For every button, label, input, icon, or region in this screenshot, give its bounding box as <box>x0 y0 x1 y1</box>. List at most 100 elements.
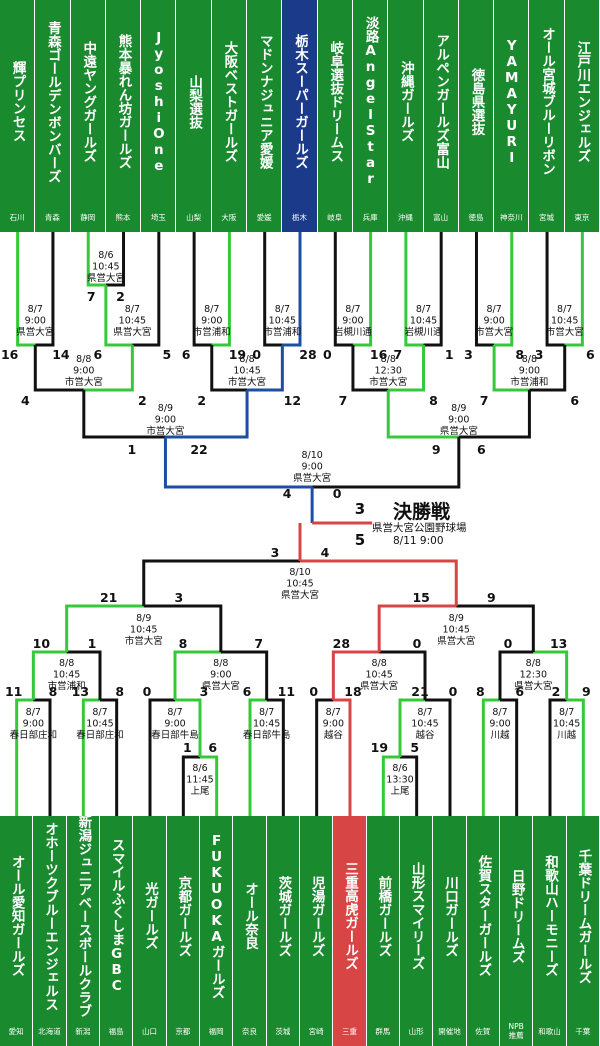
bracket-line-b <box>66 650 102 700</box>
score: 0 <box>143 684 152 699</box>
team-name: JyoshiOne <box>150 29 167 174</box>
bracket-line-b <box>379 650 427 700</box>
bottom-team-6[interactable]: FUKUOKAガールズ福岡 <box>200 816 234 1046</box>
match-info-top-r1: 市営大宮 <box>475 326 513 338</box>
top-team-9[interactable]: 岐阜選抜ドリームス岐阜 <box>317 0 353 232</box>
bottom-team-5[interactable]: 京都ガールズ京都 <box>166 816 200 1046</box>
score: 0 <box>309 684 318 699</box>
bottom-team-12[interactable]: 山形スマイリーズ山形 <box>400 816 434 1046</box>
team-prefecture: 熊本 <box>115 213 131 222</box>
match-info-top-r3: 8/9 <box>451 403 466 414</box>
top-team-12[interactable]: アルペンガールズ富山富山 <box>423 0 459 232</box>
team-name-slot: 淡路AngelStar <box>353 0 387 203</box>
score: 18 <box>344 684 361 699</box>
match-info-top-r2: 市営大宮 <box>65 376 103 388</box>
final-venue: 県営大宮公園野球場 <box>372 522 467 534</box>
bracket-line-a <box>142 559 300 606</box>
top-team-2[interactable]: 中遠ヤングガールズ静岡 <box>70 0 106 232</box>
team-name-slot: 沖縄ガールズ <box>388 0 422 203</box>
match-info-bot-r1: 8/7 <box>492 707 507 718</box>
score: 1 <box>445 347 454 362</box>
top-team-6[interactable]: 大阪ベストガールズ大阪 <box>211 0 248 232</box>
bracket-line-b <box>100 698 119 816</box>
bottom-team-14[interactable]: 佐賀スターガールズ佐賀 <box>466 816 500 1046</box>
team-prefecture: 北海道 <box>38 1026 61 1036</box>
bottom-team-7[interactable]: オール奈良奈良 <box>233 816 267 1046</box>
match-info-bot-r2: 9:00 <box>210 670 231 681</box>
match-info-bot-r3: 10:45 <box>130 625 157 636</box>
match-info-bot-r2: 市営浦和 <box>48 680 86 692</box>
top-team-3[interactable]: 熊本暴れん坊ガールズ熊本 <box>105 0 142 232</box>
bracket-line-a <box>398 698 425 757</box>
match-info-semi-bot: 10:45 <box>286 579 313 590</box>
team-name-slot: 輝プリンセス <box>0 0 34 203</box>
bracket-line-a <box>377 604 457 652</box>
score: 10 <box>33 636 51 651</box>
match-info-top-r3: 8/9 <box>158 403 173 414</box>
bottom-team-2[interactable]: 新潟ジュニアベースボールクラブ新潟 <box>66 815 100 1046</box>
bracket-line-a <box>173 650 221 700</box>
match-info-bot-r3: 10:45 <box>443 625 470 636</box>
top-team-16[interactable]: 江戸川エンジェルズ東京 <box>564 0 600 232</box>
match-info-bot-r2: 県営大宮 <box>514 680 552 692</box>
bracket-line-b <box>494 232 514 347</box>
bottom-team-1[interactable]: オホーツクブルーエンジェルス北海道 <box>33 816 67 1046</box>
bracket-line-a <box>148 698 175 816</box>
score: 4 <box>283 486 292 501</box>
match-info-bot-r2: 8/8 <box>526 658 541 669</box>
match-info-top-r2: 市営大宮 <box>228 376 266 388</box>
score: 0 <box>333 486 342 501</box>
score: 3 <box>271 545 280 560</box>
team-name: 児湯ガールズ <box>308 875 325 957</box>
match-info-top-r1: 10:45 <box>269 316 296 327</box>
top-team-7[interactable]: マドンナジュニア愛媛愛媛 <box>247 0 283 232</box>
top-team-0[interactable]: 輝プリンセス石川 <box>0 0 36 232</box>
bracket-line-b <box>400 755 419 816</box>
match-info-top-r1: 8/7 <box>486 304 501 315</box>
team-name-slot: マドンナジュニア愛媛 <box>247 0 281 203</box>
top-team-8[interactable]: 栃木スーパーガールズ栃木 <box>282 0 318 232</box>
match-info-bot-r2: 10:45 <box>53 670 80 681</box>
bracket-line-a <box>351 345 389 392</box>
bottom-team-4[interactable]: 光ガールズ山口 <box>133 816 167 1046</box>
team-name: 大阪ベストガールズ <box>221 40 238 163</box>
score: 28 <box>333 636 350 651</box>
team-name-slot: 光ガールズ <box>133 816 165 1016</box>
bottom-team-8[interactable]: 茨城ガールズ茨城 <box>266 816 300 1046</box>
match-info-semi-top: 県営大宮 <box>293 472 331 484</box>
match-info-bot-r1: 8/7 <box>326 707 341 718</box>
bottom-team-9[interactable]: 児湯ガールズ宮崎 <box>300 816 334 1046</box>
bottom-team-0[interactable]: オール愛知ガールズ愛知 <box>0 816 34 1046</box>
bracket-line-a <box>333 232 353 347</box>
score: 0 <box>252 347 261 362</box>
match-info-top-r1: 9:00 <box>483 316 504 327</box>
match-info-top-r1: 10:45 <box>551 316 578 327</box>
match-info-top-r3: 9:00 <box>155 415 176 426</box>
match-info-top-r2: 8/8 <box>522 354 537 365</box>
bracket-line-a <box>248 698 267 816</box>
match-info-top-r1: 県営大宮 <box>113 326 151 338</box>
team-prefecture: 三重 <box>341 1026 357 1036</box>
top-team-1[interactable]: 青森ゴールデンボンバーズ青森 <box>35 0 71 232</box>
match-info-bot-r1: 9:00 <box>489 719 510 730</box>
bottom-team-13[interactable]: 川口ガールズ開催地 <box>433 816 467 1046</box>
top-team-15[interactable]: オール宮城ブルーリボン宮城 <box>529 0 565 232</box>
bottom-team-10[interactable]: 三重高虎ガールズ三重 <box>333 816 367 1046</box>
top-team-13[interactable]: 徳島県選抜徳島 <box>458 0 495 232</box>
top-team-5[interactable]: 山梨選抜山梨 <box>176 0 212 232</box>
score: 11 <box>278 684 295 699</box>
bottom-team-16[interactable]: 和歌山ハーモニーズ和歌山 <box>533 816 567 1046</box>
score: 22 <box>190 442 207 457</box>
match-info-top-r1: 8/7 <box>28 304 43 315</box>
score: 9 <box>487 590 496 605</box>
match-info-bot-r1: 春日部庄和 <box>10 729 58 741</box>
top-team-11[interactable]: 沖縄ガールズ沖縄 <box>388 0 424 232</box>
match-info-semi-bot: 県営大宮 <box>281 589 319 601</box>
bottom-team-17[interactable]: 千葉ドリームガールズ千葉 <box>566 816 600 1046</box>
bottom-team-11[interactable]: 前橋ガールズ群馬 <box>366 816 400 1046</box>
